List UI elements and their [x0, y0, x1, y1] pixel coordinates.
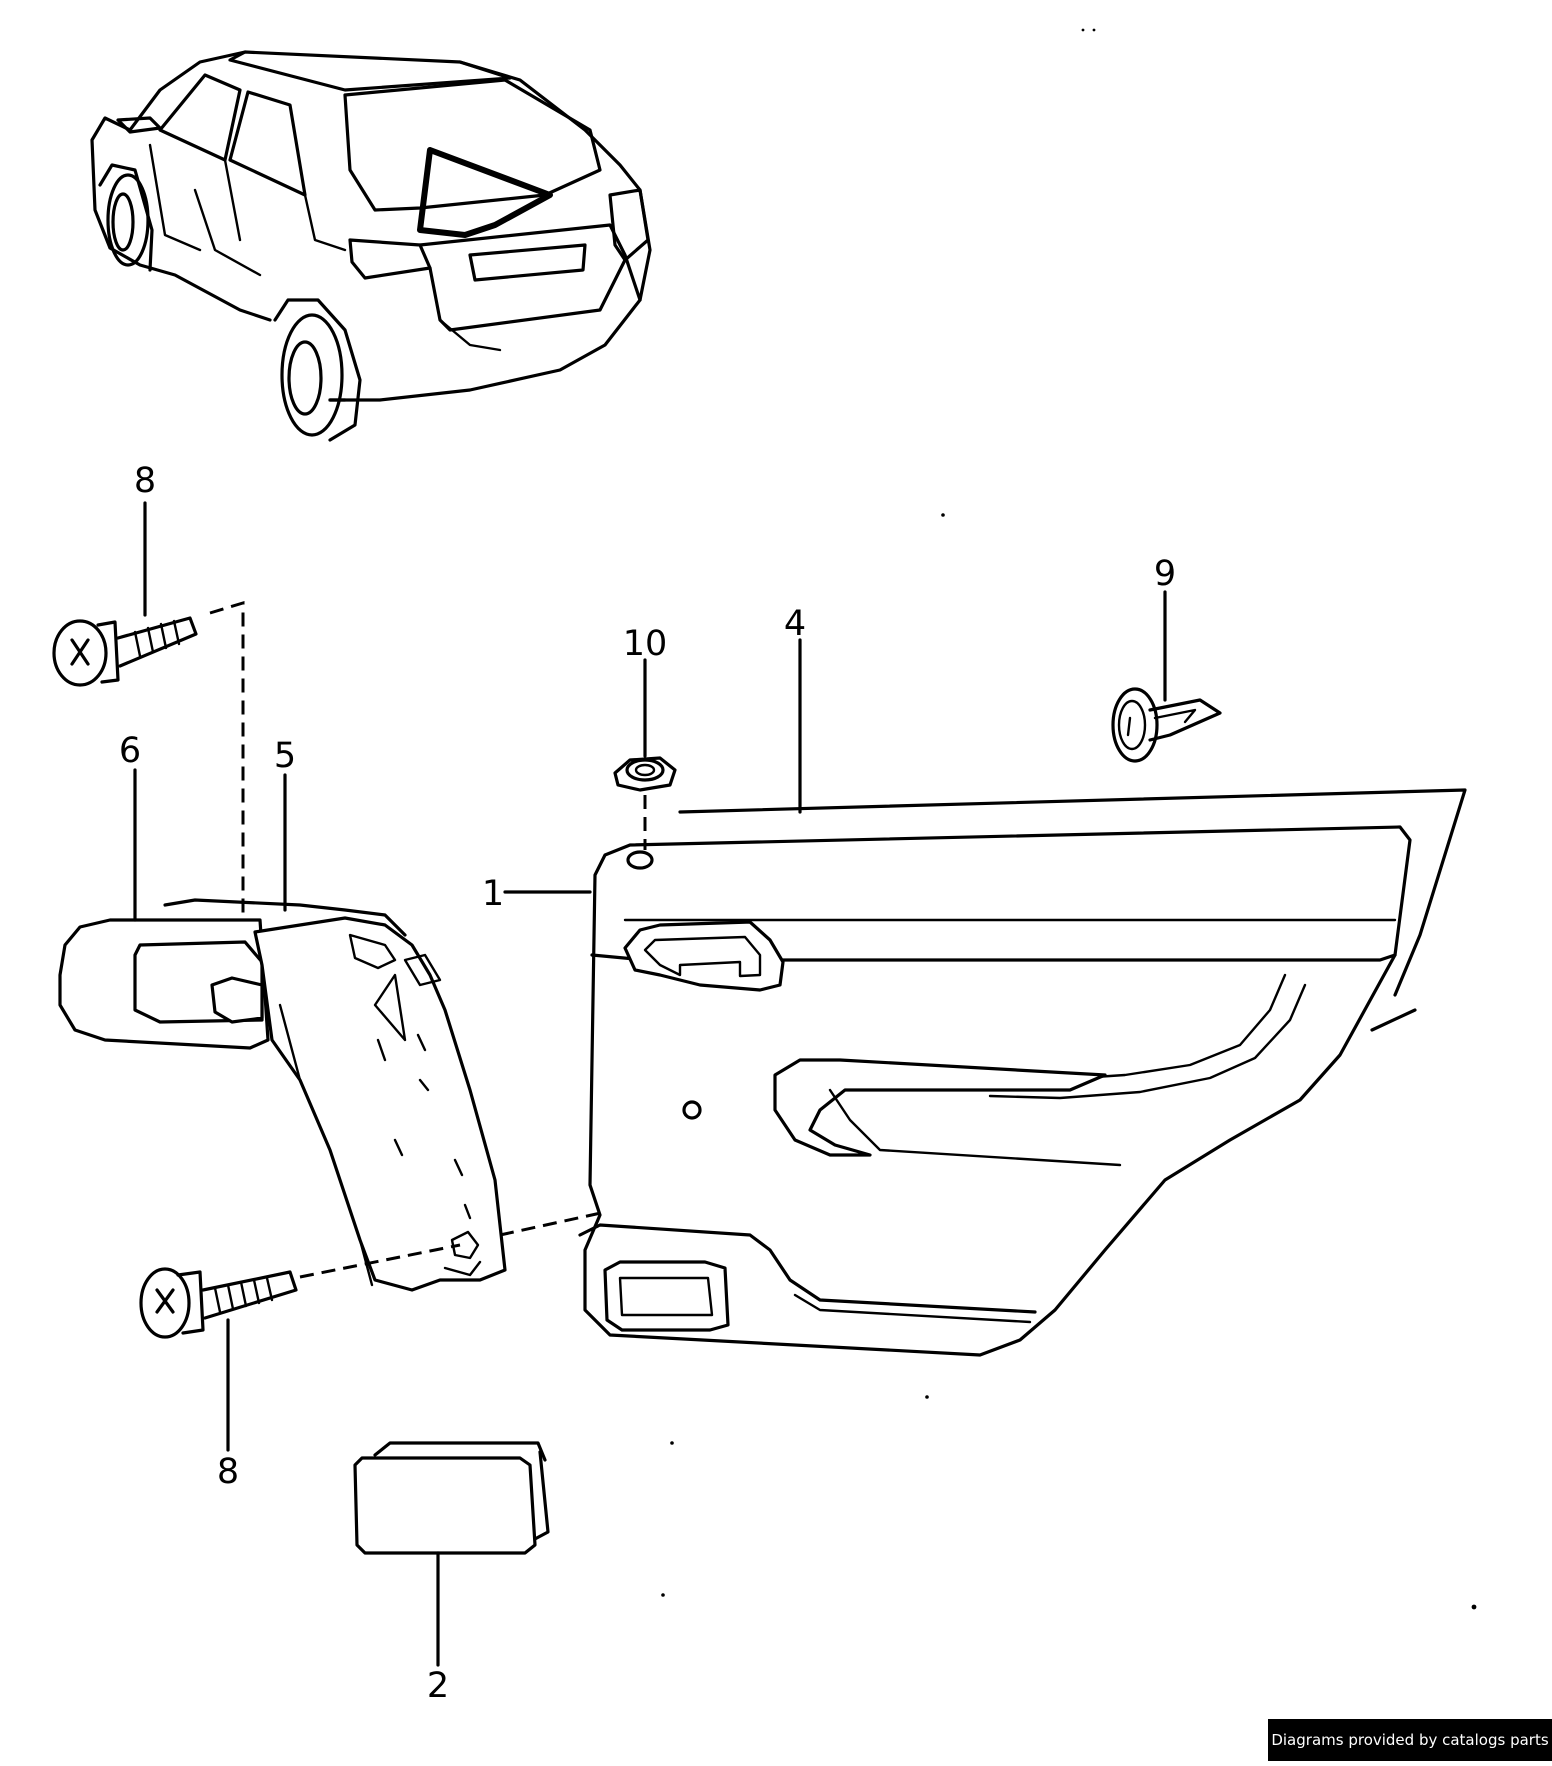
callout-8-top: 8: [134, 461, 156, 501]
credit-banner: Diagrams provided by catalogs parts: [1268, 1719, 1552, 1761]
part-2-pad: [353, 1441, 550, 1667]
bolt-8-top: [52, 501, 198, 687]
part-1-door-trim-panel: [503, 638, 1467, 1357]
callout-6: 6: [119, 731, 141, 771]
part-9-clip: [1111, 590, 1222, 763]
callout-9: 9: [1154, 554, 1176, 594]
callout-1: 1: [482, 874, 504, 914]
part-10-grommet: [613, 658, 677, 870]
callout-10: 10: [623, 624, 668, 664]
callout-8-bottom: 8: [217, 1452, 239, 1492]
part-5-door-pull: [163, 773, 507, 1292]
callout-4: 4: [784, 604, 806, 644]
bolt-8-bottom: [139, 1267, 298, 1452]
callout-5: 5: [274, 736, 296, 776]
car-overview-illustration: [90, 50, 652, 442]
part-6-handle-escutcheon: [58, 768, 270, 1050]
callout-2: 2: [427, 1666, 449, 1706]
